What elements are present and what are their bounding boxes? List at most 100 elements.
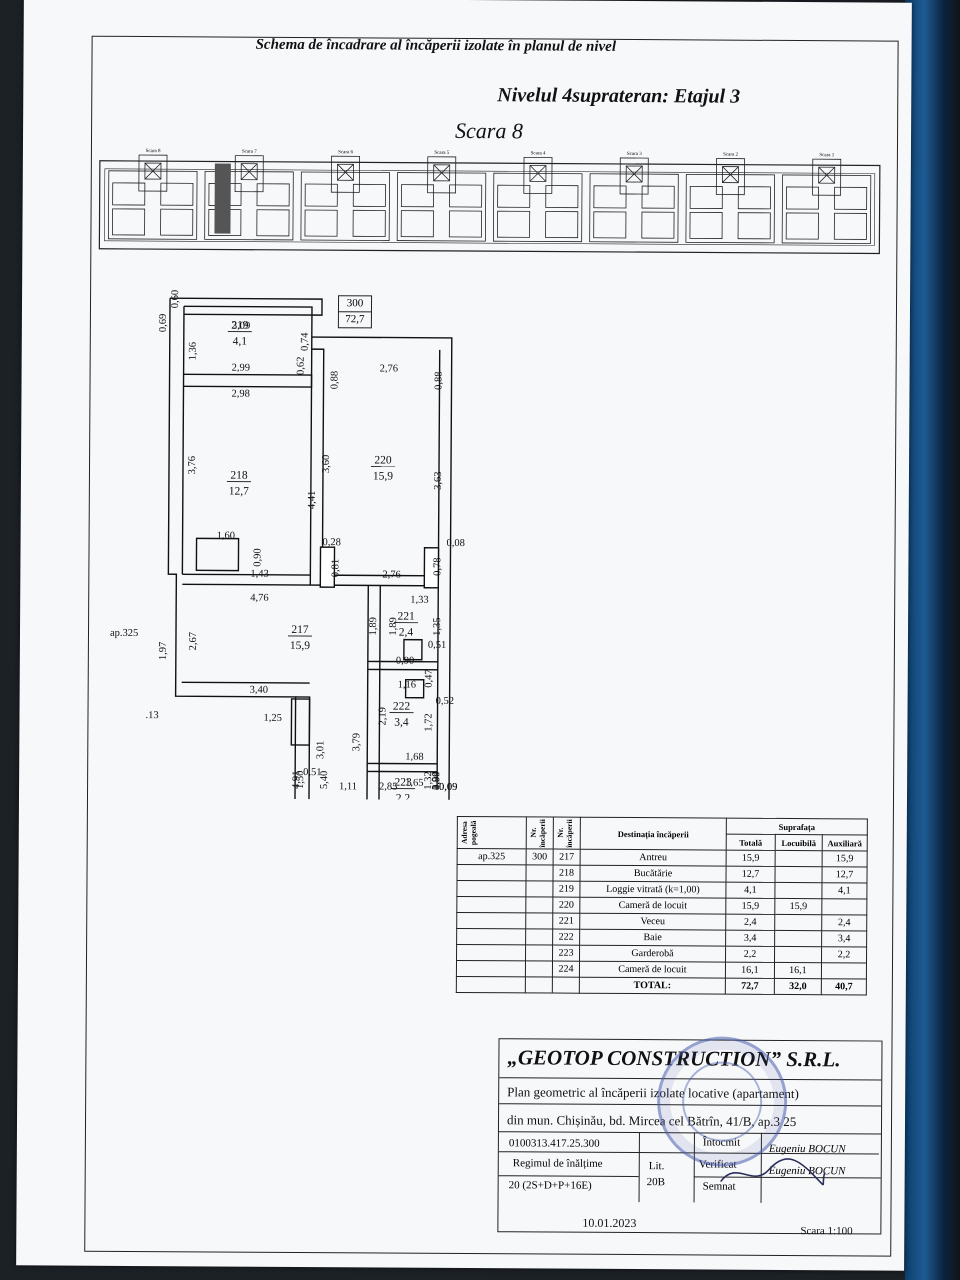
cell-aux	[821, 962, 867, 979]
dimension-label: 3,79	[351, 733, 362, 751]
room-number: 217	[291, 624, 309, 636]
cell-address	[456, 928, 526, 945]
dimension-label: 2,76	[382, 570, 400, 581]
cell-premise	[525, 960, 553, 978]
overview-stair-label: Scara 7	[242, 150, 257, 155]
dimension-label: 1,32	[423, 771, 434, 789]
cell-room: 221	[552, 913, 580, 930]
dimension-label: 4,41	[307, 491, 318, 509]
dimension-label: 1,25	[263, 713, 281, 724]
header-auxiliary: Auxiliară	[822, 834, 868, 851]
overview-stair-label: Scara 1	[819, 153, 834, 158]
header-nr-premise: Nr. încăperii	[528, 818, 547, 848]
cell-name: Baie	[579, 929, 726, 947]
overview-stair-label: Scara 8	[146, 149, 161, 154]
cell-total: 16,1	[725, 962, 775, 979]
height-regime-label: Regimul de înălțime	[512, 1157, 603, 1170]
cell-name: Garderobă	[579, 945, 726, 963]
cell-premise	[525, 912, 553, 930]
cell-address	[456, 864, 527, 881]
dimension-label: 0,08	[447, 538, 465, 549]
cell-address	[456, 896, 526, 913]
dimension-label: 3,01	[315, 741, 326, 759]
lit-label: Lit.	[648, 1160, 665, 1173]
dimension-label: 2,19	[377, 707, 388, 725]
dimension-label: 2,76	[380, 363, 398, 374]
room-area: 12,7	[229, 486, 249, 498]
overview-section	[492, 156, 583, 243]
dimension-label: 1,16	[398, 680, 416, 691]
dimension-label: .13	[145, 710, 158, 721]
rooms-table: Adresa pogeală Nr. încăperii Nr. încăper…	[456, 816, 868, 996]
overview-section	[108, 154, 198, 240]
stair-title: Scara 8	[454, 117, 523, 144]
table-total-row: TOTAL: 72,7 32,0 40,7	[456, 976, 867, 995]
cell-address	[456, 912, 526, 929]
dimension-label: 0,47	[424, 669, 435, 687]
cell-aux: 3,4	[821, 930, 867, 947]
cell-name: Cameră de locuit	[579, 897, 726, 915]
premise-area: 72,7	[345, 313, 365, 326]
cell-premise	[525, 880, 553, 898]
dimension-label: 1,97	[158, 642, 169, 660]
dimension-label: 3,60	[321, 455, 332, 473]
dimension-label: 1,43	[250, 569, 268, 580]
dimension-label: 1,89	[368, 617, 379, 635]
dimension-label: 1,11	[339, 781, 357, 792]
total-living: 32,0	[774, 978, 822, 995]
dimension-label: 5,40	[319, 771, 330, 789]
dimension-label: 0,69	[158, 314, 169, 332]
dimension-label: 1,50	[295, 771, 306, 789]
premise-code: 300	[338, 296, 372, 313]
scale: Scara 1:100	[800, 1225, 853, 1238]
dimension-label: 0,94	[431, 771, 442, 790]
overview-section	[204, 155, 294, 241]
cell-premise	[525, 944, 553, 962]
header-destination: Destinația încăperii	[580, 817, 727, 851]
height-regime-value: 20 (2S+D+P+16E)	[508, 1179, 592, 1192]
date: 10.01.2023	[582, 1215, 637, 1231]
dimension-label: 3,40	[250, 685, 268, 696]
room-number: 220	[374, 454, 392, 466]
apartment-label: ap.325	[110, 628, 138, 639]
dimension-label: 0,09	[439, 782, 457, 793]
cell-room: 217	[553, 849, 581, 866]
header-address: Adresa pogeală	[459, 820, 478, 845]
lit-value: 20B	[646, 1176, 666, 1189]
signature	[720, 1158, 826, 1186]
cell-room: 224	[552, 961, 580, 978]
overview-stair-label: Scara 4	[531, 151, 546, 156]
overview-section	[781, 158, 872, 244]
overview-section	[396, 156, 487, 242]
dimension-label: 0,88	[433, 371, 444, 389]
cell-name: Bucătărie	[579, 865, 727, 883]
cell-premise	[525, 864, 554, 882]
cell-total: 3,4	[725, 930, 775, 947]
cell-total: 2,2	[725, 946, 775, 963]
room-area: 2,4	[399, 627, 414, 639]
cell-living	[774, 946, 822, 963]
cell-room: 220	[552, 897, 580, 914]
header-living: Locuibilă	[775, 834, 823, 851]
dimension-label: 0,60	[170, 290, 181, 308]
room-area: 4,1	[233, 336, 248, 348]
header-nr-room: Nr. încăperii	[555, 818, 574, 848]
cell-aux: 15,9	[822, 850, 868, 867]
total-aux: 40,7	[821, 978, 867, 995]
cell-name: Loggie vitrată (k=1,00)	[579, 881, 726, 899]
total-total: 72,7	[725, 978, 775, 995]
total-label: TOTAL:	[579, 977, 726, 995]
overview-stair-label: Scara 6	[338, 150, 353, 155]
cell-aux: 2,4	[821, 914, 867, 931]
header-total: Totală	[726, 834, 776, 851]
background-edge	[905, 0, 960, 1280]
schema-title: Schema de încadrare al încăperii izolate…	[255, 36, 617, 55]
dimension-label: 3,63	[433, 471, 444, 489]
cell-living	[774, 914, 822, 931]
dimension-label: 2,67	[188, 632, 199, 650]
room-number: 222	[393, 701, 411, 713]
dimension-label: 0,78	[432, 557, 443, 575]
dimension-label: 1,36	[188, 342, 199, 360]
cell-living: 16,1	[774, 962, 822, 979]
